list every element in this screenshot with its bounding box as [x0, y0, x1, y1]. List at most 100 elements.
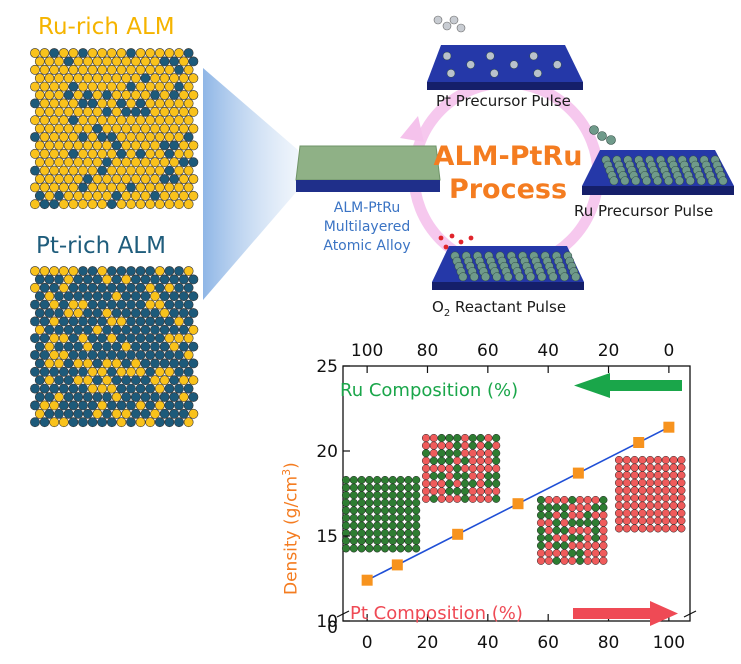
inset-atom: [583, 541, 592, 550]
precursor-atom: [606, 135, 616, 145]
lattice-atom: [169, 174, 180, 184]
lattice-atom: [44, 341, 55, 352]
lattice-atom: [54, 73, 64, 84]
lattice-atom: [145, 48, 156, 58]
inset-atom: [622, 471, 631, 480]
lattice-atom: [82, 174, 93, 184]
lattice-atom: [106, 132, 117, 142]
top-axis-label: Ru Composition (%): [340, 380, 519, 401]
lattice-atom: [154, 115, 165, 126]
top-tick-label: 80: [417, 341, 439, 361]
inset-atom: [544, 503, 553, 512]
inset-atom: [404, 536, 413, 545]
lattice-atom: [116, 366, 127, 377]
lattice-atom: [49, 383, 60, 394]
inset-atom: [630, 486, 639, 495]
lattice-atom: [49, 299, 60, 310]
inset-atom: [357, 506, 366, 515]
lattice-atom: [49, 48, 60, 58]
lattice-atom: [68, 266, 79, 276]
inset-atom: [669, 471, 678, 480]
inset-atom: [396, 513, 405, 523]
inset-atom: [599, 511, 608, 520]
inset-atom: [484, 479, 493, 488]
lattice-atom: [111, 358, 122, 369]
y-zero-label: 0: [327, 618, 338, 638]
lattice-atom: [135, 383, 146, 394]
inset-atom: [404, 498, 413, 507]
lattice-atom: [82, 123, 93, 134]
oxygen-atom: [438, 235, 444, 241]
lattice-atom: [106, 366, 117, 377]
lattice-atom: [30, 316, 40, 327]
lattice-atom: [126, 182, 136, 193]
pure-ru-inset: [341, 475, 421, 553]
lattice-atom: [159, 291, 170, 302]
inset-atom: [412, 521, 421, 530]
inset-atom: [646, 493, 655, 503]
inset-atom: [388, 491, 397, 500]
pt-arrow-shaft: [573, 608, 653, 619]
lattice-atom: [154, 165, 165, 176]
lattice-atom: [54, 408, 64, 419]
inset-atom: [622, 509, 631, 518]
lattice-atom: [174, 48, 184, 58]
inset-atom: [653, 471, 663, 480]
lattice-atom: [102, 56, 112, 67]
inset-atom: [341, 506, 351, 515]
lattice-atom: [145, 383, 156, 394]
lattice-atom: [34, 174, 45, 184]
lattice-atom: [97, 350, 108, 360]
inset-atom: [380, 475, 390, 485]
inset-atom: [669, 493, 678, 503]
lattice-atom: [174, 333, 184, 344]
inset-atom: [380, 491, 390, 500]
lattice-atom: [58, 366, 69, 377]
lattice-atom: [97, 333, 108, 344]
slab-atom: [509, 60, 519, 69]
lattice-atom: [159, 190, 170, 201]
lattice-atom: [49, 333, 60, 344]
slab-atom: [526, 272, 536, 282]
lattice-atom: [58, 165, 69, 176]
inset-atom: [669, 501, 678, 510]
oxygen-atom: [468, 235, 474, 241]
lattice-atom: [150, 157, 160, 168]
lattice-atom: [54, 174, 64, 184]
inset-atom: [396, 521, 405, 530]
lattice-atom: [154, 81, 165, 92]
lattice-atom: [159, 73, 170, 84]
lattice-atom: [164, 350, 175, 360]
lattice-atom: [92, 375, 103, 386]
slab-atom: [620, 176, 630, 186]
inset-atom: [445, 471, 454, 481]
lattice-atom: [92, 324, 103, 335]
inset-atom: [568, 503, 577, 512]
lattice-atom: [97, 98, 108, 109]
y-tick-label: 15: [316, 527, 338, 547]
lattice-atom: [111, 341, 122, 352]
inset-atom: [614, 501, 624, 510]
lattice-atom: [92, 56, 103, 67]
lattice-atom: [82, 324, 93, 335]
lattice-atom: [164, 333, 175, 344]
lattice-atom: [78, 366, 88, 377]
lattice-atom: [92, 358, 103, 369]
lattice-atom: [183, 400, 194, 411]
inset-atom: [349, 483, 358, 492]
lattice-atom: [39, 98, 50, 109]
lattice-atom: [49, 81, 60, 92]
inset-atom: [380, 498, 390, 507]
lattice-atom: [73, 341, 84, 352]
lattice-atom: [188, 73, 199, 84]
lattice-atom: [82, 90, 93, 100]
lattice-atom: [111, 308, 122, 318]
lattice-atom: [145, 132, 156, 142]
lattice-atom: [135, 48, 146, 58]
inset-atom: [677, 463, 686, 472]
lattice-atom: [39, 316, 50, 327]
inset-atom: [421, 494, 431, 503]
lattice-atom: [164, 366, 175, 377]
lattice-atom: [34, 408, 45, 419]
